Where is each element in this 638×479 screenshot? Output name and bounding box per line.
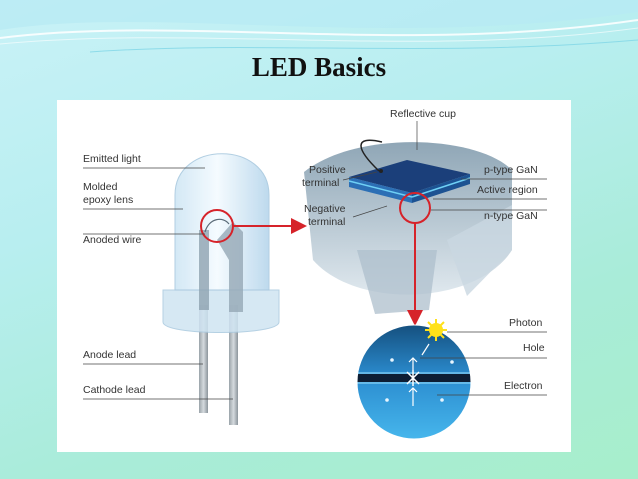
chip-bond-wire <box>360 139 383 172</box>
cathode-lead-shape <box>229 305 238 425</box>
label-positive-line2: terminal <box>302 177 339 189</box>
label-reflective-cup: Reflective cup <box>390 108 456 120</box>
label-anoded-wire: Anoded wire <box>83 234 142 246</box>
label-emitted-light: Emitted light <box>83 153 141 165</box>
lens-dome <box>174 153 270 291</box>
anoded-wire-shape <box>204 218 230 233</box>
electron-arrow <box>408 387 418 406</box>
internal-post <box>199 230 209 310</box>
led-bulb <box>162 153 280 425</box>
anode-lead-shape <box>199 305 208 413</box>
label-p-type-gan: p-type GaN <box>484 164 538 176</box>
label-molded-line1: Molded <box>83 181 118 193</box>
label-hole: Hole <box>523 342 545 354</box>
led-diagram: Emitted light Molded epoxy lens Anoded w… <box>83 108 547 440</box>
lens-rim <box>162 289 280 333</box>
recombination-star <box>406 370 420 386</box>
label-molded-line2: epoxy lens <box>83 194 133 206</box>
led-diagram-panel: Emitted light Molded epoxy lens Anoded w… <box>57 100 571 452</box>
label-negative-line2: terminal <box>308 216 345 228</box>
internal-anvil <box>217 222 243 312</box>
chip-zoom <box>304 139 512 314</box>
label-cathode-lead: Cathode lead <box>83 384 146 396</box>
hole-arrow <box>408 357 418 370</box>
label-positive-line1: Positive <box>309 164 346 176</box>
label-electron: Electron <box>504 380 543 392</box>
chip-right-side <box>412 174 470 203</box>
junction-detail <box>356 324 472 440</box>
photon-icon <box>421 319 447 356</box>
label-active-region: Active region <box>477 184 538 196</box>
label-photon: Photon <box>509 317 542 329</box>
label-anode-lead: Anode lead <box>83 349 136 361</box>
chip-front-side <box>349 177 412 203</box>
chip-top <box>349 160 470 193</box>
slide-title: LED Basics <box>251 52 387 82</box>
label-n-type-gan: n-type GaN <box>484 210 538 222</box>
decorative-swoosh <box>0 0 638 53</box>
label-negative-line1: Negative <box>304 203 346 215</box>
